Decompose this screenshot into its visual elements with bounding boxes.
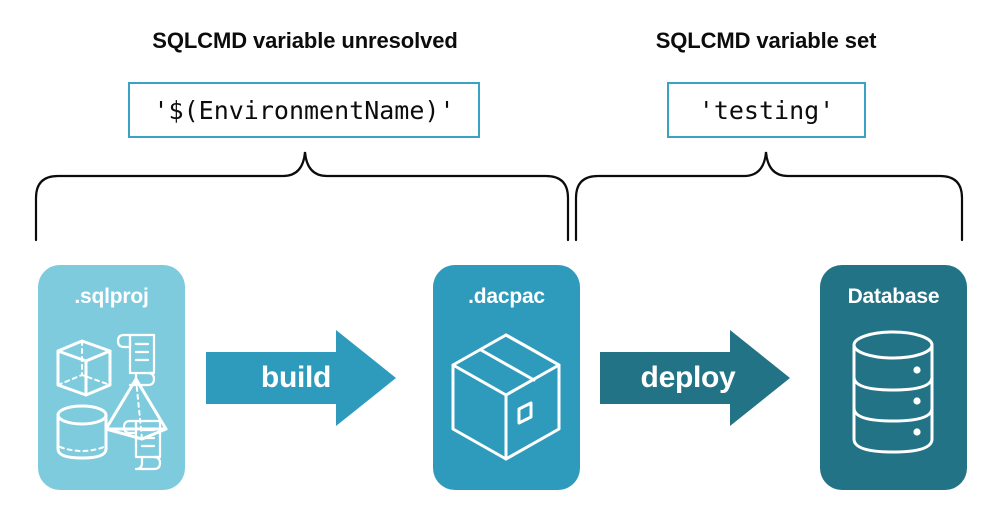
code-box-testing: 'testing' [667, 82, 866, 138]
card-sqlproj-label: .sqlproj [74, 285, 149, 308]
code-box-environment-name: '$(EnvironmentName)' [128, 82, 480, 138]
cylinder-icon [56, 404, 108, 460]
arrow-deploy: deploy [600, 330, 790, 426]
card-database-label: Database [847, 285, 940, 308]
card-dacpac-label: .dacpac [468, 285, 545, 308]
database-cylinder-icon [852, 330, 934, 454]
card-database[interactable]: Database [820, 265, 967, 490]
right-brace-icon [574, 151, 964, 242]
build-arrow-shape [206, 330, 396, 426]
card-database-artwork [820, 317, 967, 477]
brace-group [34, 151, 964, 242]
scroll-icon [116, 333, 156, 387]
package-box-icon [451, 333, 561, 461]
code-box-left-value: '$(EnvironmentName)' [153, 95, 455, 125]
card-dacpac[interactable]: .dacpac [433, 265, 580, 490]
card-sqlproj[interactable]: .sqlproj [38, 265, 185, 490]
code-box-right-value: 'testing' [698, 95, 835, 125]
header-sqlcmd-variable-set: SQLCMD variable set [655, 28, 877, 53]
cube-icon [56, 339, 112, 397]
card-sqlproj-artwork [38, 317, 185, 477]
deploy-arrow-shape [600, 330, 790, 426]
scroll-icon [122, 419, 162, 471]
card-dacpac-artwork [433, 317, 580, 477]
arrow-build: build [206, 330, 396, 426]
left-brace-icon [34, 151, 570, 242]
header-sqlcmd-variable-unresolved: SQLCMD variable unresolved [152, 28, 458, 53]
